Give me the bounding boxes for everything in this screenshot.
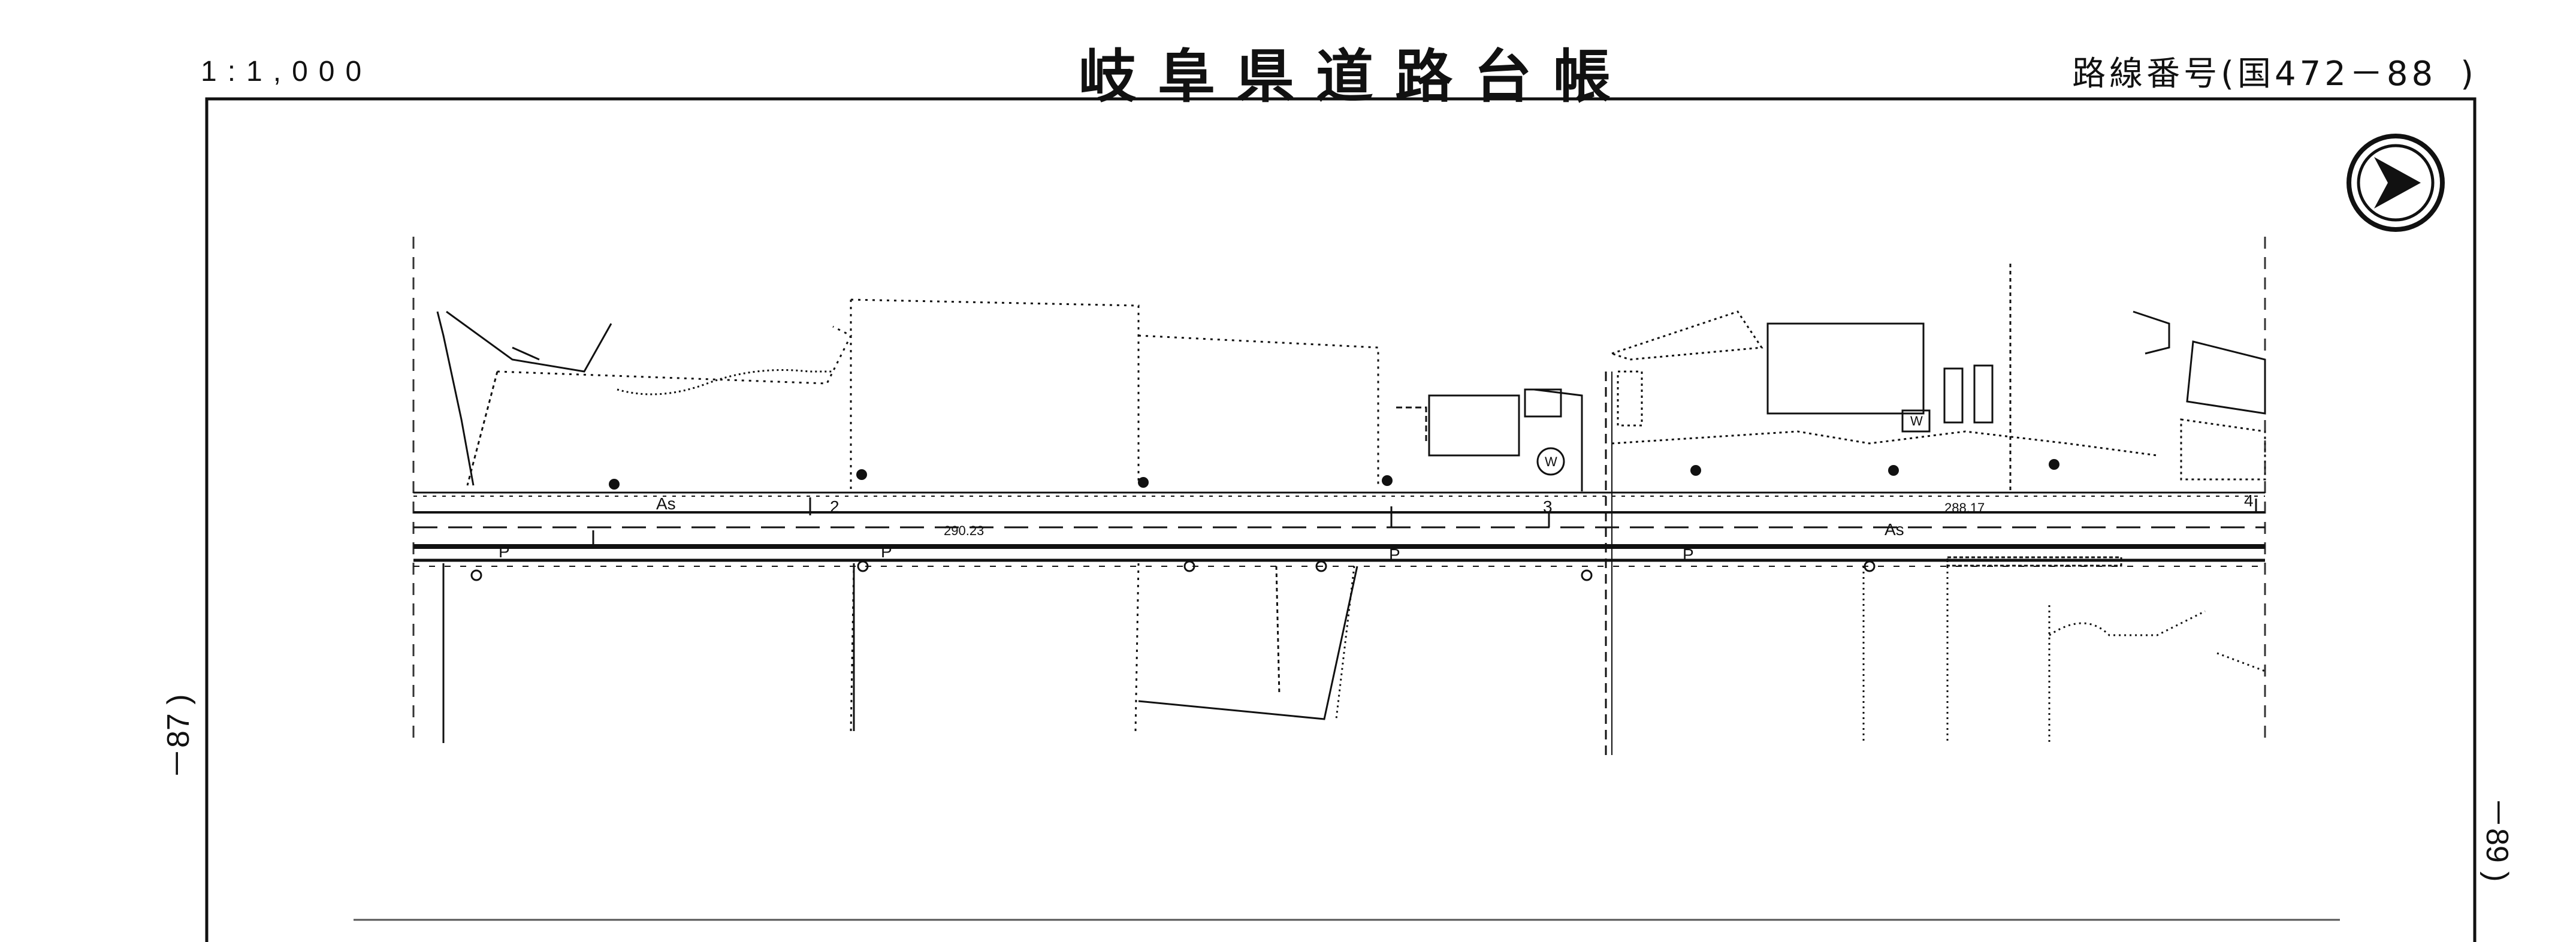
route-number-close: ) [2460, 55, 2477, 93]
surface-label: As [1885, 520, 1904, 539]
parking-label: P [1389, 545, 1400, 564]
route-number: 路線番号(国472－88) [2072, 47, 2477, 95]
station-number: 3 [1543, 497, 1553, 516]
map-scale: 1:1,000 [201, 56, 373, 87]
road [413, 491, 2265, 567]
parking-label: P [499, 542, 510, 561]
parking-label: P [881, 542, 892, 561]
surface-label: As [656, 494, 676, 513]
parking-label: P [1683, 545, 1694, 564]
water-symbol: W [1910, 413, 1923, 428]
station-number: 2 [830, 497, 839, 516]
elevation-label: 290.23 [944, 523, 984, 538]
map-frame [205, 97, 2477, 942]
building-outline [1766, 322, 1925, 415]
water-symbol: W [1545, 454, 1557, 469]
route-number-label: 路線番号(国472－88 [2072, 55, 2437, 93]
building-outline [436, 298, 1583, 491]
elevation-label: 288.17 [1944, 500, 1985, 515]
north-arrow-icon [2347, 134, 2445, 232]
station-number: 4 [2244, 491, 2254, 510]
